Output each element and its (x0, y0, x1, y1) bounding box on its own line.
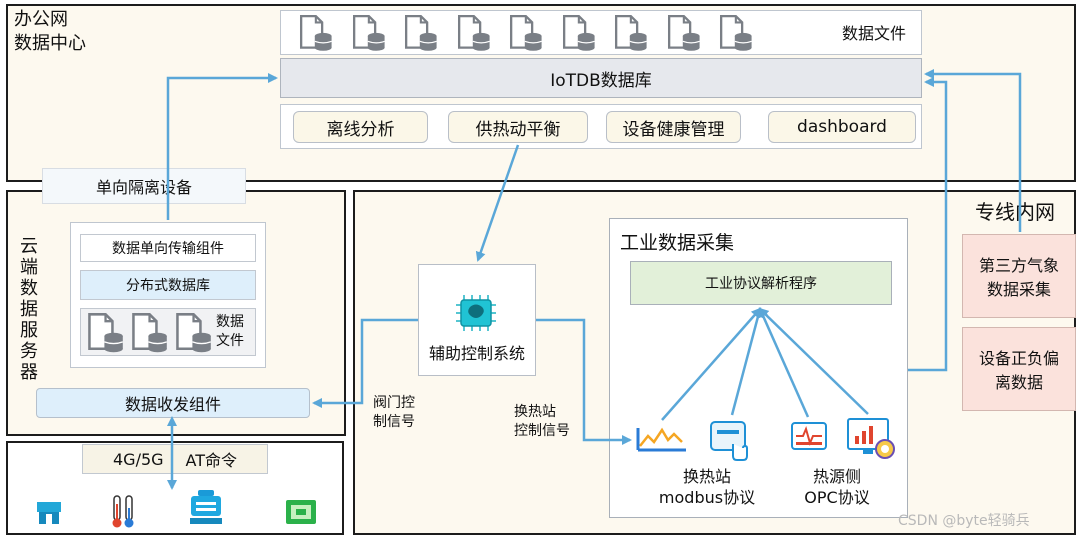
app-heating-balance: 供热动平衡 (448, 111, 588, 143)
station-signal-label: 换热站 控制信号 (514, 403, 570, 441)
app-device-health: 设备健康管理 (606, 111, 741, 143)
office-title-line1: 办公网 (14, 9, 68, 30)
valve-signal-label: 阀门控 制信号 (373, 394, 415, 432)
arrow-aux-to-transceiver (312, 318, 418, 408)
database-file-icon (614, 14, 647, 51)
dedicated-network-title: 专线内网 (975, 200, 1055, 224)
app-label: 离线分析 (326, 119, 395, 140)
station-signal-line1: 换热站 (514, 404, 556, 420)
database-file-icon (719, 14, 752, 51)
gateway-device-icon (190, 490, 222, 524)
monitor-device-icon (286, 500, 316, 524)
thermometer-icon (112, 495, 134, 528)
heartbeat-monitor-icon (791, 422, 827, 450)
cloud-title-char: 服 (20, 320, 38, 341)
protocol-parser-label: 工业协议解析程序 (705, 276, 817, 292)
app-label: 供热动平衡 (475, 119, 561, 140)
database-file-icon (88, 313, 124, 353)
database-file-icon (176, 313, 212, 353)
app-dashboard: dashboard (768, 111, 916, 143)
iotdb-database: IoTDB数据库 (280, 58, 922, 98)
database-file-icon (457, 14, 490, 51)
cloud-title-char: 端 (20, 257, 38, 278)
cloud-title-char: 务 (20, 341, 38, 362)
arrow-balance-to-aux (475, 144, 520, 262)
pressure-deviation-box: 设备正负偏 离数据 (962, 327, 1076, 411)
cloud-title-char: 器 (20, 362, 38, 383)
cloud-files-label: 数据 文件 (216, 313, 244, 351)
weather-data-box: 第三方气象 数据采集 (962, 234, 1076, 318)
weather-line1: 第三方气象 (978, 256, 1059, 275)
touch-panel-icon (710, 421, 748, 461)
aux-control-label: 辅助控制系统 (428, 344, 525, 363)
isolation-device: 单向隔离设备 (42, 168, 246, 204)
station-protocol-line2: modbus协议 (658, 488, 756, 507)
arrow-linechart-to-parser (661, 307, 762, 421)
valve-signal-line2: 制信号 (373, 414, 415, 430)
cloud-files-label-line1: 数据 (216, 314, 244, 330)
office-network-title: 办公网 数据中心 (14, 8, 86, 56)
distributed-database: 分布式数据库 (80, 270, 256, 300)
source-protocol-line1: 热源侧 (812, 467, 861, 486)
distributed-db-label: 分布式数据库 (126, 278, 210, 294)
watermark: CSDN @byte轻骑兵 (898, 513, 1030, 529)
source-protocol-label: 热源侧 OPC协议 (782, 466, 892, 508)
transfer-label: 数据单向传输组件 (112, 241, 224, 257)
app-label: 设备健康管理 (622, 119, 725, 140)
data-files-label: 数据文件 (842, 24, 907, 43)
station-signal-line2: 控制信号 (514, 423, 570, 439)
arrow-industrial-to-iotdb (908, 77, 948, 372)
cloud-title-char: 数 (20, 278, 38, 299)
arrow-weather-to-iotdb (924, 69, 1022, 232)
arrow-aux-to-station (536, 318, 632, 445)
arrow-analytics-to-parser (758, 307, 869, 415)
station-protocol-label: 换热站 modbus协议 (642, 466, 772, 508)
app-label: dashboard (797, 117, 887, 137)
arrow-touchpanel-to-parser (730, 307, 763, 416)
source-protocol-line2: OPC协议 (804, 488, 870, 507)
weather-line2: 数据采集 (986, 280, 1051, 299)
app-offline-analysis: 离线分析 (293, 111, 428, 143)
transfer-component: 数据单向传输组件 (80, 234, 256, 262)
station-protocol-line1: 换热站 (682, 467, 731, 486)
cloud-files-label-line2: 文件 (216, 333, 244, 349)
pressure-line1: 设备正负偏 (978, 349, 1059, 368)
iotdb-label: IoTDB数据库 (550, 70, 652, 91)
industrial-collection-title: 工业数据采集 (620, 232, 735, 254)
analytics-screen-icon (847, 418, 895, 459)
arrow-heartbeat-to-parser (758, 307, 810, 418)
database-file-icon (404, 14, 437, 51)
office-title-line2: 数据中心 (14, 33, 86, 54)
database-file-icon (562, 14, 595, 51)
valve-signal-line1: 阀门控 (373, 395, 415, 411)
chip-brain-icon (456, 295, 496, 331)
network-4g5g-label: 4G/5G (112, 449, 164, 469)
cloud-title-char: 云 (20, 236, 38, 257)
at-command-label: AT命令 (185, 451, 238, 470)
line-chart-icon (636, 427, 686, 452)
database-file-icon (299, 14, 332, 51)
database-file-icon (132, 313, 168, 353)
cloud-title-char: 据 (20, 299, 38, 320)
database-file-icon (352, 14, 385, 51)
signal-tower-icon (37, 502, 61, 524)
transceiver-label: 数据收发组件 (124, 395, 221, 414)
cloud-server-title: 云 端 数 据 服 务 器 (18, 236, 40, 383)
protocol-parser: 工业协议解析程序 (630, 261, 892, 305)
data-files-panel (280, 10, 922, 55)
arrow-isolation-to-iotdb (166, 73, 278, 220)
database-file-icon (509, 14, 542, 51)
database-file-icon (667, 14, 700, 51)
pressure-line2: 离数据 (994, 373, 1043, 392)
